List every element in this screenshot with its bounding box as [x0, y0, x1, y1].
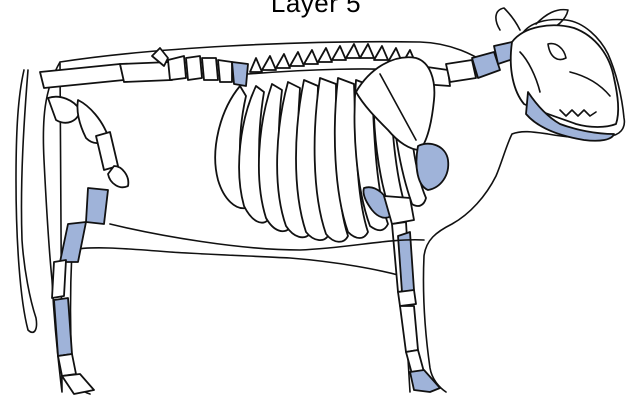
tail-outline [16, 70, 37, 332]
tibia-highlight-lower [60, 222, 86, 262]
thoracic-vertebra-highlight [232, 62, 248, 86]
tibia-highlight-upper [86, 188, 108, 224]
cervical-vertebrae [420, 42, 516, 86]
humerus-highlight [416, 144, 448, 190]
horn-left-outline [496, 8, 520, 30]
metatarsal-highlight [54, 298, 72, 356]
skull [511, 25, 618, 140]
vertebral-column [40, 48, 248, 88]
